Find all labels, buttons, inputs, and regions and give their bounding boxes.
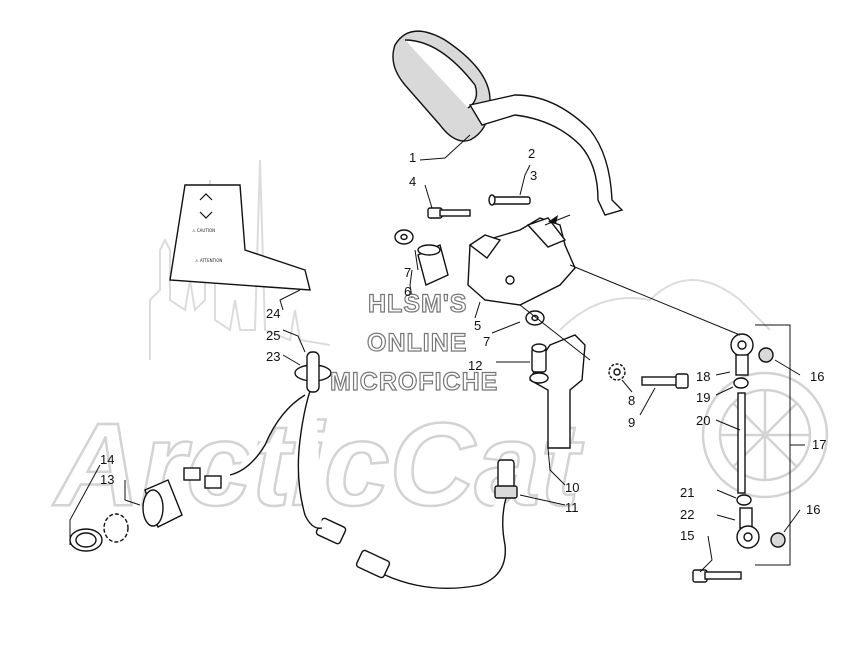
- rod-20: [737, 392, 746, 494]
- watermark-line-3: MICROFICHE: [330, 368, 498, 396]
- nut-19: [733, 377, 749, 389]
- grommet-25: [306, 351, 320, 393]
- washer-7a: [394, 229, 414, 245]
- sensor-switch: [494, 459, 518, 499]
- callout-19: 19: [696, 390, 710, 405]
- bolt-9: [641, 373, 689, 389]
- terminal-b: [204, 475, 222, 489]
- callout-13: 13: [100, 472, 114, 487]
- group-17-bracket: [755, 324, 791, 566]
- callout-3: 3: [530, 168, 537, 183]
- warning-decal: ⚠ CAUTION ⚠ ATTENTION: [169, 184, 311, 291]
- callout-12: 12: [468, 358, 482, 373]
- callout-2: 2: [528, 146, 535, 161]
- callout-7a: 7: [404, 265, 411, 280]
- callout-4: 4: [409, 174, 416, 189]
- lever-pin: [488, 194, 531, 206]
- callout-6: 6: [404, 284, 411, 299]
- nut-16b: [770, 532, 786, 548]
- wire-branch: [229, 394, 306, 476]
- callout-22: 22: [680, 507, 694, 522]
- callout-18: 18: [696, 369, 710, 384]
- leader-lines: [69, 134, 801, 573]
- callout-14: 14: [100, 452, 114, 467]
- washer-14: [103, 513, 129, 543]
- key-switch: [142, 479, 183, 528]
- callout-20: 20: [696, 413, 710, 428]
- wire-harness: [297, 377, 323, 529]
- bolt-15: [692, 569, 742, 583]
- callout-9: 9: [628, 415, 635, 430]
- callout-17: 17: [812, 437, 826, 452]
- callout-16b: 16: [806, 502, 820, 517]
- callout-15: 15: [680, 528, 694, 543]
- star-washer: [608, 363, 626, 381]
- callout-10: 10: [565, 480, 579, 495]
- decal-caution: ⚠ CAUTION: [192, 228, 215, 233]
- bolt-4: [427, 207, 471, 219]
- arrow-head-icon: [548, 215, 558, 224]
- nut-21: [736, 494, 752, 506]
- assembly-arrow: [544, 214, 571, 226]
- cable-connector-a: [355, 549, 391, 579]
- throttle-lever: [392, 30, 624, 216]
- watermark-line-1: HLSM'S: [368, 290, 467, 318]
- sensor-cable: [384, 497, 507, 589]
- callout-23: 23: [266, 349, 280, 364]
- watermark-line-2: ONLINE: [367, 329, 467, 357]
- callout-8: 8: [628, 393, 635, 408]
- ball-joint-upper: [730, 333, 754, 376]
- callout-25: 25: [266, 328, 280, 343]
- watermark-skyline: [149, 159, 771, 360]
- callout-7b: 7: [483, 334, 490, 349]
- brake-switch: [529, 343, 549, 384]
- spacer-6: [417, 244, 449, 286]
- link-line-2: [519, 304, 591, 361]
- callout-1: 1: [409, 150, 416, 165]
- decal-attention: ⚠ ATTENTION: [195, 258, 222, 263]
- callout-24: 24: [266, 306, 280, 321]
- washer-7b: [525, 310, 545, 326]
- ball-joint-lower: [736, 507, 760, 549]
- lever-housing: [467, 217, 576, 306]
- watermark-wheel: [701, 371, 829, 499]
- callout-5: 5: [474, 318, 481, 333]
- nut-16a: [758, 347, 774, 363]
- nut-ring-14: [69, 528, 103, 552]
- callout-16a: 16: [810, 369, 824, 384]
- callout-11: 11: [565, 500, 579, 515]
- link-line: [569, 264, 741, 336]
- callout-21: 21: [680, 485, 694, 500]
- terminal-a: [183, 467, 201, 481]
